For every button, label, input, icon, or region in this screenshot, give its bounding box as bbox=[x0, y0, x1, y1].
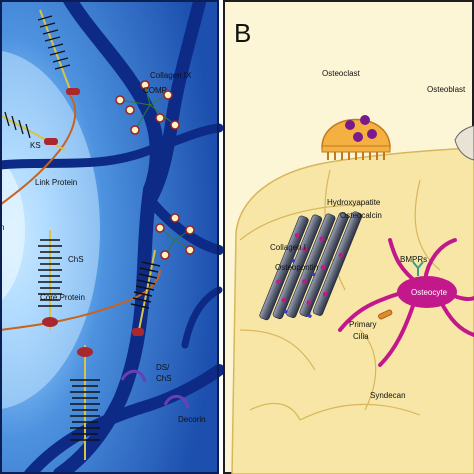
label-syndecan: Syndecan bbox=[370, 391, 406, 400]
collagen-fibrils bbox=[0, 0, 225, 474]
label-collagen-i: Collagen I bbox=[270, 243, 306, 252]
label-hydroxyapatite: Hydroxyapatite bbox=[327, 198, 381, 207]
panel-a: Collagen IX COMP KS Link Protein ChS Cor… bbox=[0, 0, 225, 474]
label-link-protein: Link Protein bbox=[35, 178, 77, 187]
comp-cluster-bottom bbox=[155, 213, 195, 260]
label-ds: DS/ bbox=[156, 363, 170, 372]
label-core-protein: Core Protein bbox=[40, 293, 85, 302]
label-osteocalcin: Osteocalcin bbox=[340, 211, 382, 220]
label-osteocyte: Osteocyte bbox=[411, 288, 448, 297]
matrix-lamellae bbox=[239, 169, 441, 421]
panel-b: B bbox=[223, 0, 474, 474]
hyaluronan-strand bbox=[0, 94, 161, 331]
bmpr-receptor bbox=[412, 261, 424, 276]
label-ks: KS bbox=[30, 141, 41, 150]
proteoglycan-bottom bbox=[70, 345, 100, 460]
proteoglycan-left bbox=[0, 111, 66, 151]
panel-a-core-zone bbox=[0, 158, 25, 302]
panel-b-letter: B bbox=[234, 18, 251, 48]
osteoclast-cell bbox=[321, 115, 391, 160]
label-cilia: Cilia bbox=[353, 332, 369, 341]
proteoglycan-top bbox=[37, 9, 80, 96]
proteoglycan-right bbox=[130, 249, 161, 336]
label-partial-left: n bbox=[0, 223, 4, 232]
label-primary: Primary bbox=[349, 320, 377, 329]
label-decorin: Decorin bbox=[178, 415, 206, 424]
label-osteopontin: Osteopontin bbox=[275, 263, 318, 272]
primary-cilium bbox=[378, 309, 393, 320]
decorin-loops bbox=[120, 369, 190, 409]
osteocyte-cell bbox=[338, 238, 474, 367]
label-osteoblast: Osteoblast bbox=[427, 85, 466, 94]
osteoblast-cell bbox=[454, 125, 474, 161]
comp-cluster-top bbox=[115, 80, 180, 135]
label-chs: ChS bbox=[68, 255, 84, 264]
proteoglycan-middle bbox=[38, 230, 62, 330]
panel-a-border bbox=[0, 0, 219, 474]
label-collagen-ix: Collagen IX bbox=[150, 71, 192, 80]
label-comp: COMP bbox=[143, 86, 167, 95]
label-ds-chs: ChS bbox=[156, 374, 172, 383]
collagen-i-bundle bbox=[259, 211, 363, 321]
label-bmprs: BMPRs bbox=[400, 255, 427, 264]
label-osteoclast: Osteoclast bbox=[322, 69, 361, 78]
